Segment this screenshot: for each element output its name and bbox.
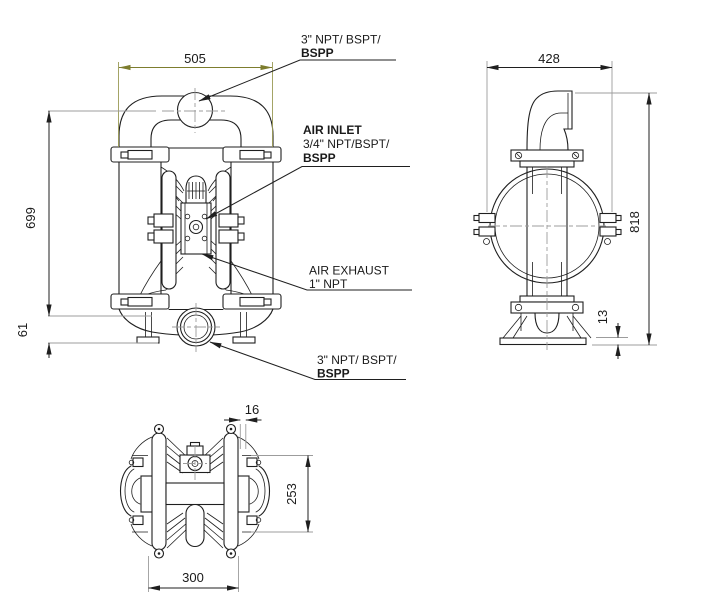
dim-61-value: 61 — [15, 323, 30, 337]
dim-253-value: 253 — [284, 483, 299, 505]
leader-discharge — [198, 59, 396, 102]
front-centerlines — [162, 88, 228, 352]
base-plate — [499, 337, 587, 346]
top-view-muffler — [185, 503, 205, 548]
top-view-lugs — [128, 457, 262, 526]
base-legs — [502, 313, 592, 339]
side-clamp-lugs — [473, 212, 622, 245]
leader-air-exhaust — [201, 253, 412, 291]
callout-air-inlet: AIR INLET 3/4" NPT/BSPT/ BSPP — [205, 123, 410, 220]
muffler-slots — [187, 182, 205, 199]
dim-699: 699 — [23, 110, 156, 317]
dim-16: 16 — [224, 402, 262, 449]
dim-505: 505 — [118, 51, 273, 147]
discharge-elbow — [526, 90, 573, 151]
dim-428-value: 428 — [538, 51, 560, 66]
suction-dome — [534, 312, 560, 334]
air-valve-assembly — [180, 175, 212, 255]
valve-body — [180, 202, 212, 255]
right-foot-pad — [232, 336, 256, 344]
callout-air-inlet-line2: 3/4" NPT/BSPT/ — [303, 137, 390, 151]
capsule-left — [151, 432, 167, 551]
callout-discharge-port: 3" NPT/ BSPT/ BSPP — [198, 33, 396, 102]
side-view — [473, 90, 622, 350]
callout-suction-port: 3" NPT/ BSPT/ BSPP — [209, 341, 406, 381]
callout-air-exhaust-line2: 1" NPT — [309, 277, 348, 291]
dim-505-value: 505 — [184, 51, 206, 66]
callout-discharge-line1: 3" NPT/ BSPT/ — [301, 33, 381, 47]
dim-699-value: 699 — [23, 207, 38, 229]
callout-air-exhaust-line1: AIR EXHAUST — [309, 264, 390, 278]
leader-suction — [209, 341, 406, 380]
dim-818: 818 — [575, 92, 657, 346]
callout-air-inlet-line3: BSPP — [303, 151, 336, 165]
leader-air-inlet — [205, 166, 410, 220]
air-inlet-port-circle — [188, 219, 204, 235]
left-foot-pad — [136, 336, 160, 344]
callout-suction-line1: 3" NPT/ BSPT/ — [317, 353, 397, 367]
foot-pad-right — [236, 475, 250, 513]
callout-air-exhaust: AIR EXHAUST 1" NPT — [201, 253, 412, 291]
manifold-bar — [165, 482, 225, 506]
diaphragm-bolt-flanges — [147, 213, 245, 244]
dim-61: 61 — [15, 323, 158, 358]
dim-818-value: 818 — [627, 211, 642, 233]
dim-16-value: 16 — [245, 402, 259, 417]
top-view-ribs — [166, 437, 224, 549]
dim-428: 428 — [486, 51, 613, 212]
top-view-centerlines — [183, 446, 207, 480]
left-end-cap — [120, 465, 141, 517]
callout-suction-line2: BSPP — [317, 367, 350, 381]
foot-pad-left — [140, 475, 154, 513]
dim-253: 253 — [251, 455, 313, 533]
side-centerlines — [488, 166, 606, 350]
dim-13-value: 13 — [595, 310, 610, 324]
front-view — [110, 88, 282, 352]
capsule-right — [223, 432, 239, 551]
right-end-cap — [249, 465, 270, 517]
capsule-bolts — [153, 423, 237, 559]
dim-300: 300 — [148, 556, 239, 592]
top-view — [120, 423, 270, 559]
dim-300-value: 300 — [182, 570, 204, 585]
callout-discharge-line2: BSPP — [301, 46, 334, 60]
clamp-bands — [110, 146, 282, 310]
callout-air-inlet-line1: AIR INLET — [303, 123, 362, 137]
dim-13: 13 — [595, 310, 628, 359]
